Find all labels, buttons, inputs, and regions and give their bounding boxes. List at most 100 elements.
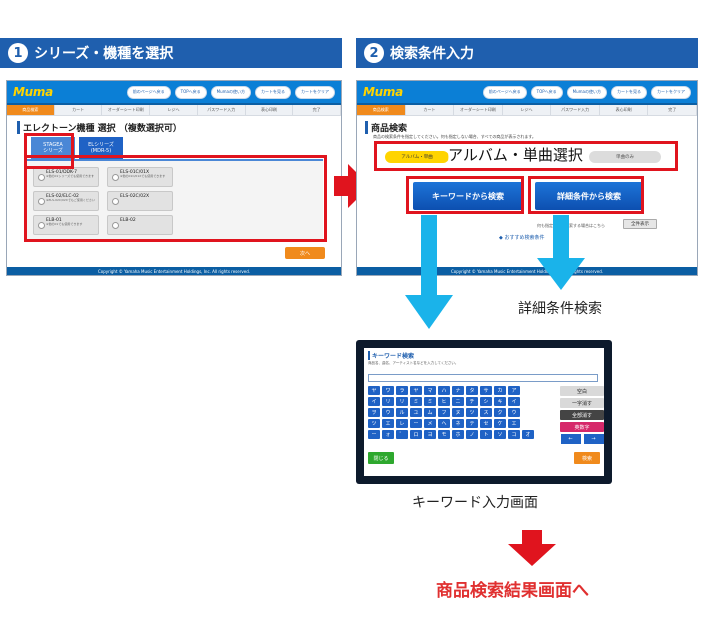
delete-all-key[interactable]: 全部消す [560, 410, 604, 420]
kana-key[interactable]: ウ [382, 408, 394, 417]
kana-key[interactable]: ー [410, 419, 422, 428]
kana-key[interactable]: ケ [494, 419, 506, 428]
nav-back-button[interactable]: 前のページへ戻る [126, 85, 171, 99]
diamond-icon: ◆ [499, 235, 503, 241]
recommended-label: おすすめ検索条件 [504, 235, 545, 241]
model-button-els01c[interactable]: ELS-01C/01X ※他の01C/01Xでも使用できます [107, 167, 173, 187]
kana-key[interactable]: ヌ [452, 408, 464, 417]
kana-key[interactable]: リ [396, 397, 408, 406]
cursor-right-key[interactable]: → [583, 434, 604, 444]
kana-key[interactable]: ソ [494, 430, 506, 439]
step-print: 表心印刷 [600, 105, 649, 115]
keyword-input-field[interactable] [368, 374, 598, 382]
detail-search-button[interactable]: 詳細条件から検索 [535, 182, 643, 210]
model-name: ELS-01C/01X [120, 170, 150, 175]
kana-key[interactable]: タ [466, 386, 478, 395]
kana-key[interactable]: ォ [382, 430, 394, 439]
kana-key[interactable]: ヲ [368, 408, 380, 417]
kana-key[interactable]: エ [508, 419, 520, 428]
kana-key[interactable]: ニ [452, 397, 464, 406]
kana-key[interactable]: チ [466, 397, 478, 406]
delete-one-key[interactable]: 一字消す [560, 398, 604, 408]
kana-key[interactable]: ゛ [396, 430, 408, 439]
nav-cart-button[interactable]: カートを見る [611, 85, 647, 99]
kana-key[interactable]: キ [494, 397, 506, 406]
kana-key[interactable]: ヤ [410, 386, 422, 395]
album-single-select-label: アルバム・単曲選択 [448, 144, 583, 165]
step-password: パスワード入力 [551, 105, 600, 115]
close-button[interactable]: 閉じる [368, 452, 394, 464]
kana-key[interactable]: シ [480, 397, 492, 406]
kana-key[interactable]: ミ [410, 397, 422, 406]
kana-key[interactable]: コ [508, 430, 520, 439]
kana-key[interactable]: ラ [396, 386, 408, 395]
kana-key[interactable]: ウ [508, 408, 520, 417]
kana-key[interactable]: イ [368, 397, 380, 406]
model-button-elb01[interactable]: ELB-01 ※他の01でも使用できます [33, 215, 99, 235]
kana-key[interactable]: テ [466, 419, 478, 428]
step-password: パスワード入力 [198, 105, 246, 115]
show-all-button[interactable]: 全件表示 [623, 219, 657, 229]
nav-back-button[interactable]: 前のページへ戻る [482, 85, 527, 99]
nav-howto-button[interactable]: Mumaの使い方 [566, 85, 607, 99]
keyword-search-button[interactable]: キーワードから検索 [413, 182, 523, 210]
kana-key[interactable]: エ [382, 419, 394, 428]
kana-key[interactable]: サ [480, 386, 492, 395]
space-key[interactable]: 空白 [560, 386, 604, 396]
kana-key[interactable]: ヨ [424, 430, 436, 439]
kana-key[interactable]: ナ [452, 386, 464, 395]
kana-key[interactable]: ツ [368, 419, 380, 428]
model-button-elb02[interactable]: ELB-02 [107, 215, 173, 235]
kana-key[interactable]: イ [508, 397, 520, 406]
nav-top-button[interactable]: TOPへ戻る [530, 85, 563, 99]
kana-key[interactable]: ア [508, 386, 520, 395]
kana-key[interactable]: カ [494, 386, 506, 395]
album-single-button[interactable]: アルバム・単曲 [385, 151, 449, 163]
kana-key[interactable]: ヒ [438, 397, 450, 406]
recommended-conditions[interactable]: ◆ おすすめ検索条件 [499, 234, 544, 241]
single-only-button[interactable]: 単曲のみ [589, 151, 661, 163]
kana-key[interactable]: ホ [452, 430, 464, 439]
kana-key[interactable]: ヘ [438, 419, 450, 428]
kana-key[interactable]: ツ [466, 408, 478, 417]
kana-key[interactable]: レ [396, 419, 408, 428]
app-header: Muma 前のページへ戻る TOPへ戻る Mumaの使い方 カートを見る カート… [357, 81, 697, 105]
alphanumeric-key[interactable]: 英数字 [560, 422, 604, 432]
kana-key[interactable]: ム [424, 408, 436, 417]
step-cart: カート [55, 105, 103, 115]
tab-el-series[interactable]: ELシリーズ (MDR-5) [79, 137, 123, 159]
nav-top-button[interactable]: TOPへ戻る [174, 85, 207, 99]
model-button-els02c[interactable]: ELS-02C/02X [107, 191, 173, 211]
step-search: 商品検索 [357, 105, 406, 115]
kana-key[interactable]: ヤ [368, 386, 380, 395]
kana-key[interactable]: ワ [382, 386, 394, 395]
step-print: 表心印刷 [246, 105, 294, 115]
kana-key[interactable]: ネ [452, 419, 464, 428]
kana-key[interactable]: ク [494, 408, 506, 417]
nav-clear-button[interactable]: カートをクリア [651, 85, 691, 99]
kana-key[interactable]: マ [424, 386, 436, 395]
kana-key[interactable]: ル [396, 408, 408, 417]
kana-key[interactable]: オ [522, 430, 534, 439]
nav-cart-button[interactable]: カートを見る [255, 85, 291, 99]
kana-key[interactable]: ミ [424, 397, 436, 406]
kana-key[interactable]: セ [480, 419, 492, 428]
next-button[interactable]: 次へ [285, 247, 325, 259]
kana-key[interactable]: ユ [410, 408, 422, 417]
kana-key[interactable]: メ [424, 419, 436, 428]
model-button-els02[interactable]: ELS-02/ELC-02 ※ELS-02C/02Xでもご使用ください [33, 191, 99, 211]
kana-key[interactable]: リ [382, 397, 394, 406]
kana-key[interactable]: ト [480, 430, 492, 439]
kana-key[interactable]: フ [438, 408, 450, 417]
kana-key[interactable]: モ [438, 430, 450, 439]
kana-key[interactable]: ロ [410, 430, 422, 439]
cursor-left-key[interactable]: ← [560, 434, 581, 444]
search-button[interactable]: 検索 [574, 452, 600, 464]
nav-clear-button[interactable]: カートをクリア [295, 85, 335, 99]
tab-stagea[interactable]: STAGEA シリーズ [31, 137, 75, 159]
kana-key[interactable]: ス [480, 408, 492, 417]
nav-howto-button[interactable]: Mumaの使い方 [210, 85, 251, 99]
kana-key[interactable]: ノ [466, 430, 478, 439]
kana-key[interactable]: ー [368, 430, 380, 439]
kana-key[interactable]: ハ [438, 386, 450, 395]
